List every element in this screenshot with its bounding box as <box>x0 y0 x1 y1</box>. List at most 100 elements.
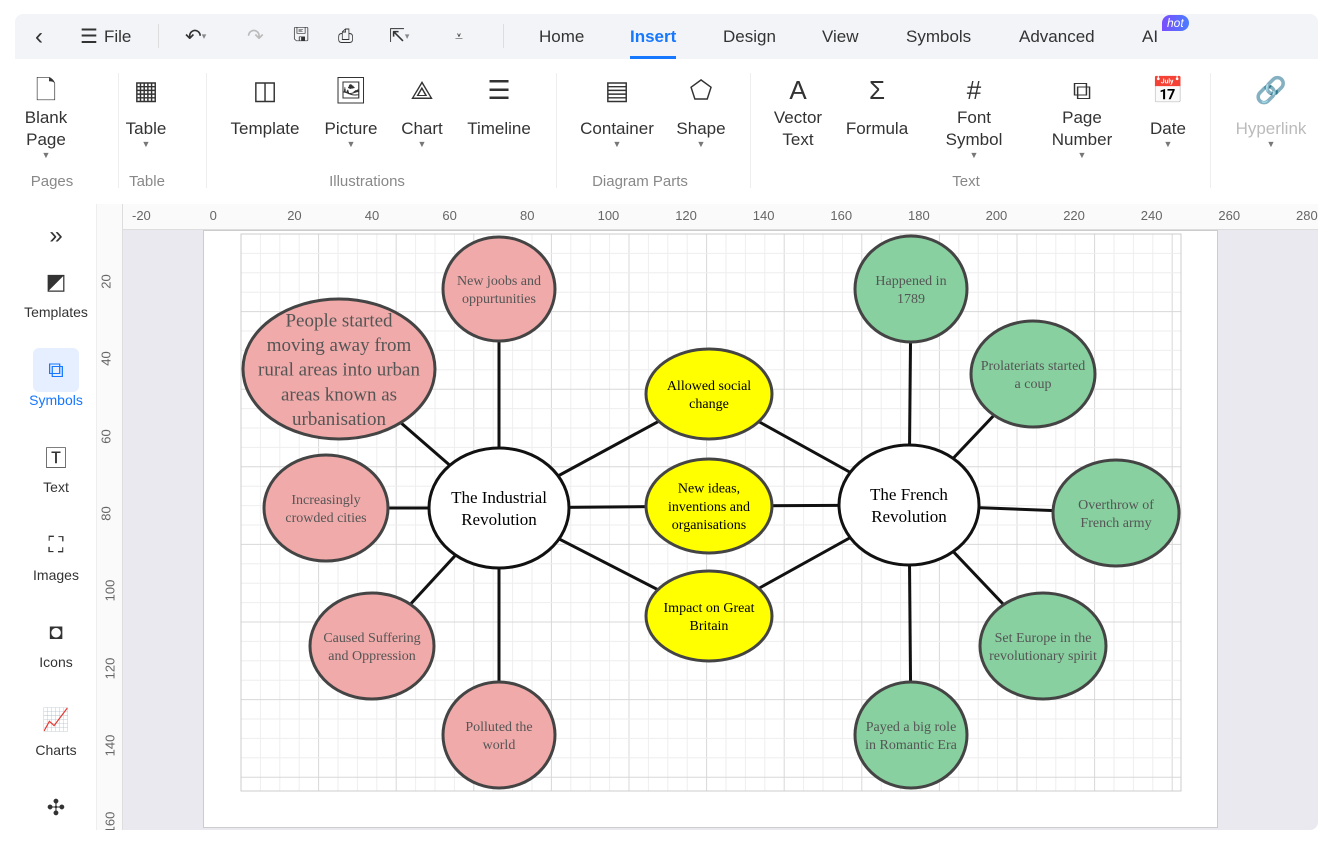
chevron-down-icon[interactable]: ▼ <box>41 150 51 160</box>
node-label: rural areas into urban <box>258 360 420 381</box>
tab-advanced[interactable]: Advanced <box>1019 26 1095 46</box>
ruler-label: 260 <box>1218 208 1241 223</box>
node-shape[interactable] <box>427 446 571 570</box>
export-icon[interactable]: ⇱▾ <box>389 26 410 47</box>
chevron-down-icon[interactable]: ▼ <box>1163 139 1173 149</box>
button-label: Picture <box>324 119 378 138</box>
chevron-down-icon[interactable]: ▼ <box>346 139 356 149</box>
tab-ai[interactable]: AI <box>1142 26 1159 46</box>
container-button[interactable]: ▤Container▼ <box>572 73 662 149</box>
node-label: People started <box>285 310 393 331</box>
button-label: Timeline <box>467 119 531 138</box>
redo-icon[interactable]: ↷ <box>247 26 264 48</box>
picture-button[interactable]: 🖼 Picture▼ <box>306 73 396 149</box>
node-label: Payed a big role <box>866 720 957 735</box>
node-shape[interactable] <box>978 591 1108 701</box>
print-icon[interactable]: ⎙ <box>338 25 354 47</box>
tab-view[interactable]: View <box>822 26 859 46</box>
plugins-button[interactable]: ✣ <box>23 786 89 830</box>
divider <box>158 24 159 48</box>
node-shape[interactable] <box>837 443 981 567</box>
node-shape[interactable] <box>441 680 557 790</box>
expand-button[interactable]: » <box>23 214 89 258</box>
node-shape[interactable] <box>1051 458 1181 568</box>
chevron-down-icon[interactable]: ▼ <box>1266 139 1276 149</box>
sidebar-item-symbols[interactable]: ⧉Symbols <box>23 347 89 408</box>
chevron-down-icon[interactable]: ▼ <box>141 139 151 149</box>
node-shape[interactable] <box>644 347 774 441</box>
node-shape[interactable] <box>969 319 1097 429</box>
sidebar-item-charts[interactable]: 📈Charts <box>23 698 89 758</box>
node-shape[interactable] <box>308 591 436 701</box>
button-label: Shape <box>676 119 726 138</box>
button-label: Vector <box>773 108 823 127</box>
divider <box>556 73 557 188</box>
tab-design[interactable]: Design <box>723 26 776 46</box>
tab-insert[interactable]: Insert <box>630 14 677 59</box>
tab-home[interactable]: Home <box>539 26 585 46</box>
template-button[interactable]: ◫Template <box>220 73 310 140</box>
more-icon[interactable]: ⩡ <box>455 28 463 44</box>
ruler-label: 80 <box>520 208 535 223</box>
chevron-down-icon[interactable]: ▼ <box>969 150 979 160</box>
node-shape[interactable] <box>644 569 774 663</box>
divider <box>750 73 751 188</box>
tab-symbols[interactable]: Symbols <box>906 26 972 46</box>
node-shape[interactable] <box>441 235 557 343</box>
hyperlink-button[interactable]: 🔗Hyperlink▼ <box>1226 73 1316 149</box>
undo-icon[interactable]: ↶▾ <box>185 26 207 48</box>
expand-icon[interactable]: » <box>49 222 63 249</box>
chevron-down-icon[interactable]: ▼ <box>1077 150 1087 160</box>
sidebar-item-templates[interactable]: ◩Templates <box>23 260 89 320</box>
ruler-label: 160 <box>830 208 853 223</box>
sidebar-item-images[interactable]: ⛶Images <box>23 523 89 583</box>
node-label: Caused Suffering <box>323 631 420 646</box>
chevron-down-icon[interactable]: ▼ <box>417 139 427 149</box>
plugin-icon[interactable]: ✣ <box>46 795 66 820</box>
node-shape[interactable] <box>644 457 774 555</box>
node-label: Prolateriats started <box>981 359 1086 374</box>
date-icon: 📅 <box>1151 75 1185 105</box>
picture-icon: 🖼 <box>334 75 368 105</box>
save-icon[interactable]: 🖫 <box>293 24 310 46</box>
back-icon[interactable]: ‹ <box>35 22 43 50</box>
chevron-down-icon[interactable]: ▼ <box>612 139 622 149</box>
node-shape[interactable] <box>241 297 437 441</box>
node-shape[interactable] <box>853 680 969 790</box>
sidebar-item-icons[interactable]: ◘Icons <box>23 610 89 670</box>
chart-button[interactable]: ⟁Chart▼ <box>377 73 467 149</box>
node-shape[interactable] <box>262 453 390 563</box>
file-menu[interactable]: ☰File <box>80 14 131 59</box>
table-button[interactable]: ▦Table▼ <box>101 73 191 149</box>
chevron-down-icon[interactable]: ▼ <box>696 139 706 149</box>
node-shape[interactable] <box>853 234 969 344</box>
ruler-label: 160 <box>102 811 118 830</box>
timeline-button[interactable]: ☰Timeline <box>454 73 544 140</box>
date-button[interactable]: 📅Date▼ <box>1123 73 1213 149</box>
shape-button[interactable]: ⬠Shape▼ <box>656 73 746 149</box>
hot-badge: hot <box>1162 15 1189 31</box>
